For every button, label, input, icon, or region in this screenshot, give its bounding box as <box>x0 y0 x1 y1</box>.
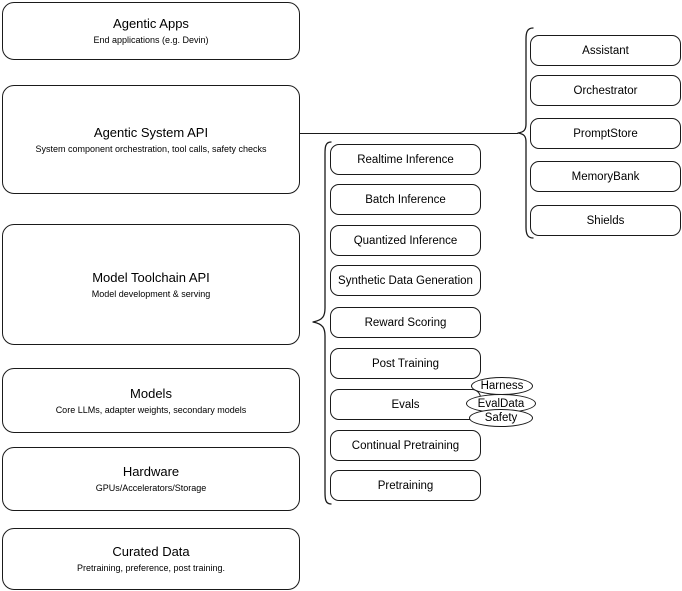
connector-line-system-api <box>300 133 518 134</box>
system-box-memorybank[interactable]: MemoryBank <box>530 161 681 192</box>
toolchain-label: Realtime Inference <box>357 153 454 166</box>
layer-box-agentic-system-api[interactable]: Agentic System API System component orch… <box>2 85 300 194</box>
layer-box-models[interactable]: Models Core LLMs, adapter weights, secon… <box>2 368 300 433</box>
layer-title: Curated Data <box>112 544 190 559</box>
layer-box-curated-data[interactable]: Curated Data Pretraining, preference, po… <box>2 528 300 590</box>
eval-pill-safety[interactable]: Safety <box>469 409 533 427</box>
toolchain-box-continual-pretraining[interactable]: Continual Pretraining <box>330 430 481 461</box>
brace-agentic-system <box>517 27 534 239</box>
toolchain-label: Synthetic Data Generation <box>338 274 473 287</box>
layer-subtitle: Model development & serving <box>91 288 211 299</box>
layer-title: Model Toolchain API <box>92 269 210 285</box>
eval-pill-harness[interactable]: Harness <box>471 377 533 395</box>
layer-title: Agentic Apps <box>113 16 189 31</box>
layer-subtitle: Pretraining, preference, post training. <box>76 563 226 573</box>
toolchain-box-pretraining[interactable]: Pretraining <box>330 470 481 501</box>
layer-title: Agentic System API <box>93 124 209 140</box>
system-label: Assistant <box>582 44 629 57</box>
toolchain-box-synthetic-data-generation[interactable]: Synthetic Data Generation <box>330 265 481 296</box>
system-label: Shields <box>586 214 625 227</box>
layer-subtitle: Core LLMs, adapter weights, secondary mo… <box>55 404 247 415</box>
layer-title: Models <box>130 385 172 401</box>
toolchain-box-reward-scoring[interactable]: Reward Scoring <box>330 307 481 338</box>
eval-pill-evaldata[interactable]: EvalData <box>466 394 536 413</box>
toolchain-box-batch-inference[interactable]: Batch Inference <box>330 184 481 215</box>
toolchain-label: Post Training <box>371 357 440 370</box>
system-box-assistant[interactable]: Assistant <box>530 35 681 66</box>
toolchain-label: Evals <box>391 398 420 411</box>
layer-box-model-toolchain-api[interactable]: Model Toolchain API Model development & … <box>2 224 300 345</box>
toolchain-box-post-training[interactable]: Post Training <box>330 348 481 379</box>
toolchain-label: Reward Scoring <box>364 316 447 329</box>
layer-box-agentic-apps[interactable]: Agentic Apps End applications (e.g. Devi… <box>2 2 300 60</box>
toolchain-box-evals[interactable]: Evals <box>330 389 481 420</box>
layer-subtitle: System component orchestration, tool cal… <box>35 143 267 154</box>
toolchain-label: Pretraining <box>377 479 434 492</box>
layer-subtitle: End applications (e.g. Devin) <box>93 35 209 45</box>
layer-subtitle: GPUs/Accelerators/Storage <box>95 483 207 493</box>
layer-box-hardware[interactable]: Hardware GPUs/Accelerators/Storage <box>2 447 300 511</box>
toolchain-box-realtime-inference[interactable]: Realtime Inference <box>330 144 481 175</box>
system-box-orchestrator[interactable]: Orchestrator <box>530 75 681 106</box>
toolchain-label: Continual Pretraining <box>351 439 460 452</box>
toolchain-label: Batch Inference <box>365 193 446 206</box>
system-label: MemoryBank <box>571 170 640 183</box>
brace-model-toolchain <box>312 141 332 505</box>
toolchain-label: Quantized Inference <box>353 234 458 247</box>
system-label: Orchestrator <box>573 84 638 97</box>
system-box-promptstore[interactable]: PromptStore <box>530 118 681 149</box>
toolchain-box-quantized-inference[interactable]: Quantized Inference <box>330 225 481 256</box>
system-label: PromptStore <box>573 127 638 140</box>
layer-title: Hardware <box>122 464 180 479</box>
system-box-shields[interactable]: Shields <box>530 205 681 236</box>
